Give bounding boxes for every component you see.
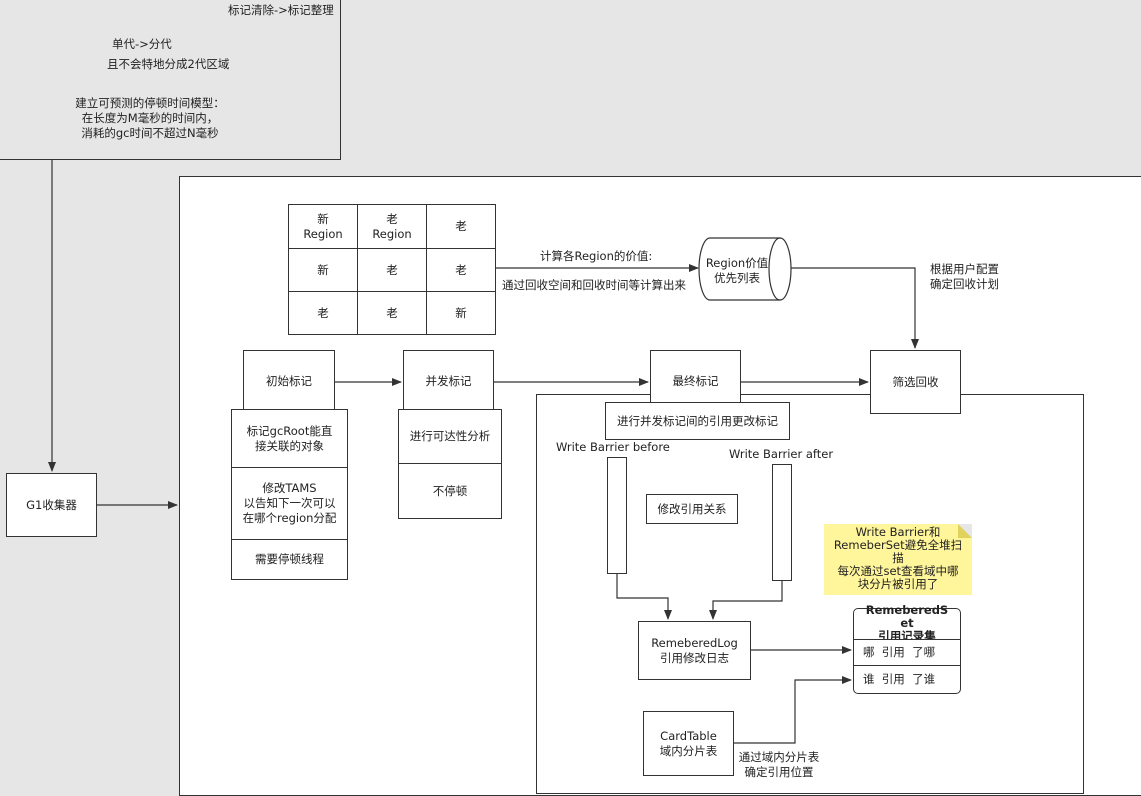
grid-cell: 新: [426, 291, 496, 335]
g1-collector-box: G1收集器: [6, 473, 97, 537]
write-barrier-after-bar: [772, 464, 792, 581]
cleanup-box: 筛选回收: [870, 350, 961, 414]
note-generation: 单代->分代: [112, 37, 172, 51]
priority-list-cylinder: [698, 237, 792, 301]
priority-list-label: Region价值 优先列表: [705, 256, 769, 285]
plan-note: 根据用户配置 确定回收计划: [930, 262, 999, 291]
final-mark-frame: [536, 394, 1084, 794]
concurrent-mark-box: 并发标记: [403, 350, 494, 412]
note-no-split: 且不会特地分成2代区域: [107, 57, 230, 71]
remembered-log-box: RemeberedLog 引用修改日志: [638, 621, 751, 680]
sticky-note: Write Barrier和 RemeberSet避免全堆扫 描 每次通过set…: [824, 524, 972, 595]
initial-detail-stw: 需要停顿线程: [231, 539, 348, 580]
remembered-set-header: [853, 608, 961, 639]
grid-cell: 老: [357, 291, 427, 335]
value-calc-desc: 通过回收空间和回收时间等计算出来: [502, 278, 686, 292]
remembered-set: RemeberedS et 引用记录集 哪 引用 了哪 谁 引用 了谁: [853, 604, 961, 694]
remembered-set-row: 哪 引用 了哪: [853, 639, 961, 666]
grid-cell: 老: [288, 291, 358, 335]
write-barrier-before-bar: [607, 457, 627, 574]
connector-layer: [48, 160, 919, 744]
initial-detail-tams: 修改TAMS 以告知下一次可以 在哪个region分配: [231, 467, 348, 540]
grid-cell: 新 Region: [288, 204, 358, 249]
initial-detail-roots: 标记gcRoot能直 接关联的对象: [231, 409, 348, 468]
grid-cell: 老: [426, 204, 496, 249]
card-table-note: 通过域内分片表 确定引用位置: [738, 750, 820, 779]
write-barrier-after-label: Write Barrier after: [729, 447, 834, 461]
write-barrier-before-label: Write Barrier before: [556, 440, 670, 454]
final-detail-box: 进行并发标记间的引用更改标记: [605, 402, 790, 440]
remembered-set-row: 谁 引用 了谁: [853, 665, 961, 694]
note-mark-sweep: 标记清除->标记整理: [228, 3, 334, 17]
note-pause-model: 建立可预测的停顿时间模型： 在长度为M毫秒的时间内， 消耗的gc时间不超过N毫秒: [75, 96, 225, 140]
region-grid: 新 Region 老 Region 老 新 老 老 老 老 新: [288, 204, 496, 335]
grid-cell: 老: [426, 248, 496, 292]
modify-reference-box: 修改引用关系: [646, 494, 738, 524]
concurrent-detail-no-pause: 不停顿: [398, 463, 502, 519]
card-table-box: CardTable 域内分片表: [643, 711, 734, 776]
value-calc-title: 计算各Region的价值:: [540, 249, 653, 263]
grid-cell: 老: [357, 248, 427, 292]
grid-cell: 新: [288, 248, 358, 292]
top-notes-frame: [0, 0, 341, 160]
initial-mark-box: 初始标记: [243, 350, 335, 412]
